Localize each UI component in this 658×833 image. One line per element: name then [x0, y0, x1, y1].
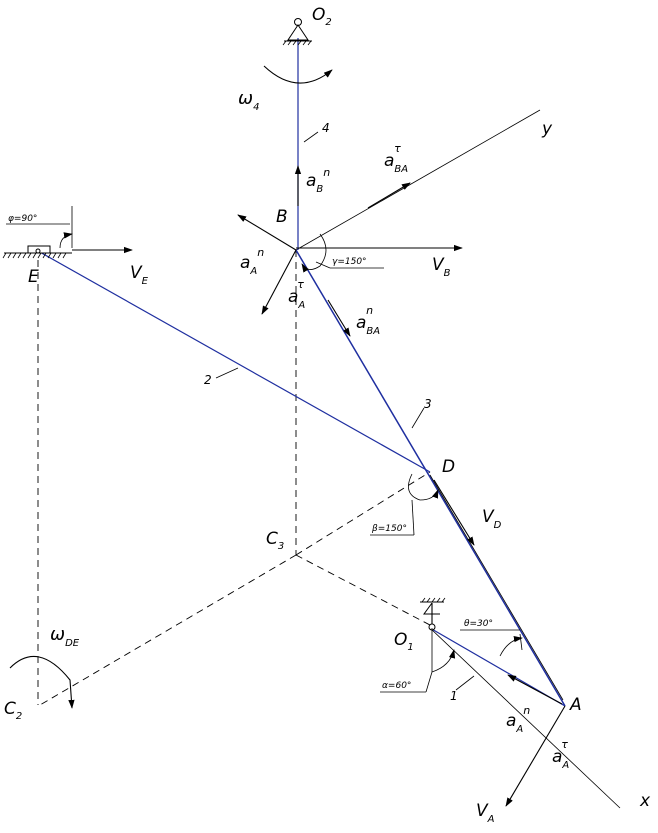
accel-an-b-arrow — [237, 214, 297, 251]
leader-4 — [303, 131, 319, 143]
label-c3: C3 — [266, 529, 284, 552]
label-d: D — [442, 457, 455, 477]
x-axis-line — [429, 627, 621, 809]
support-o2 — [282, 18, 312, 46]
velocity-e-label: VE — [130, 263, 149, 287]
velocity-b-label: VB — [432, 255, 451, 279]
accel-at-b-label: aAτ — [288, 278, 305, 311]
angle-theta: θ=30° — [464, 619, 493, 629]
angle-beta: β=150° — [371, 524, 407, 534]
label-c2: C2 — [4, 699, 22, 722]
label-a: A — [569, 695, 582, 715]
link-3-double — [429, 474, 564, 701]
label-o2: O2 — [312, 5, 332, 28]
omega-de-label: ωDE — [50, 624, 80, 649]
support-o1 — [420, 597, 446, 631]
accel-an-a-arrow — [507, 674, 563, 705]
angle-marks — [6, 206, 523, 693]
accel-bat-arrow — [367, 182, 411, 209]
link-3 — [295, 249, 566, 707]
velocity-d-label: VD — [482, 507, 502, 531]
leader-3 — [411, 407, 425, 429]
link-number-4: 4 — [322, 121, 330, 135]
velocity-a-label: VA — [476, 801, 495, 825]
velocity-d-arrow — [433, 479, 475, 546]
link-number-1: 1 — [450, 689, 458, 703]
dash-c3-c2 — [39, 554, 297, 706]
label-y-axis: y — [541, 119, 553, 139]
accel-at-b-arrow — [261, 249, 297, 315]
dash-c3-o1 — [295, 554, 431, 626]
leader-1 — [455, 675, 475, 691]
angle-phi: φ=90° — [8, 214, 37, 224]
accel-an-a-label: aAn — [506, 704, 530, 735]
omega-de-arc — [9, 655, 75, 709]
accel-an-b-label: aAn — [240, 246, 264, 277]
y-axis-line — [295, 109, 541, 251]
accel-at-a-label: aAτ — [552, 738, 569, 771]
label-e: E — [28, 267, 39, 287]
link-2 — [37, 250, 431, 473]
leader-2 — [215, 367, 239, 379]
velocity-a-arrow — [505, 705, 566, 807]
accel-ban-arrow — [327, 299, 351, 337]
omega-4-arc — [263, 65, 333, 84]
accel-ban-label: aBAn — [356, 304, 380, 337]
link-number-2: 2 — [204, 373, 212, 387]
accel-bn-label: aBn — [306, 166, 330, 195]
label-o1: O1 — [394, 630, 414, 653]
omega-4-label: ω4 — [238, 88, 259, 113]
angle-gamma: γ=150° — [332, 257, 367, 267]
accel-bat-label: aBAτ — [384, 142, 408, 175]
construction-lines — [37, 250, 431, 706]
dash-c3-d — [295, 471, 431, 556]
link-number-3: 3 — [424, 397, 432, 411]
slider-e — [2, 245, 72, 259]
label-x-axis: x — [639, 791, 651, 811]
angle-alpha: α=60° — [382, 681, 411, 691]
label-b: B — [276, 207, 288, 227]
